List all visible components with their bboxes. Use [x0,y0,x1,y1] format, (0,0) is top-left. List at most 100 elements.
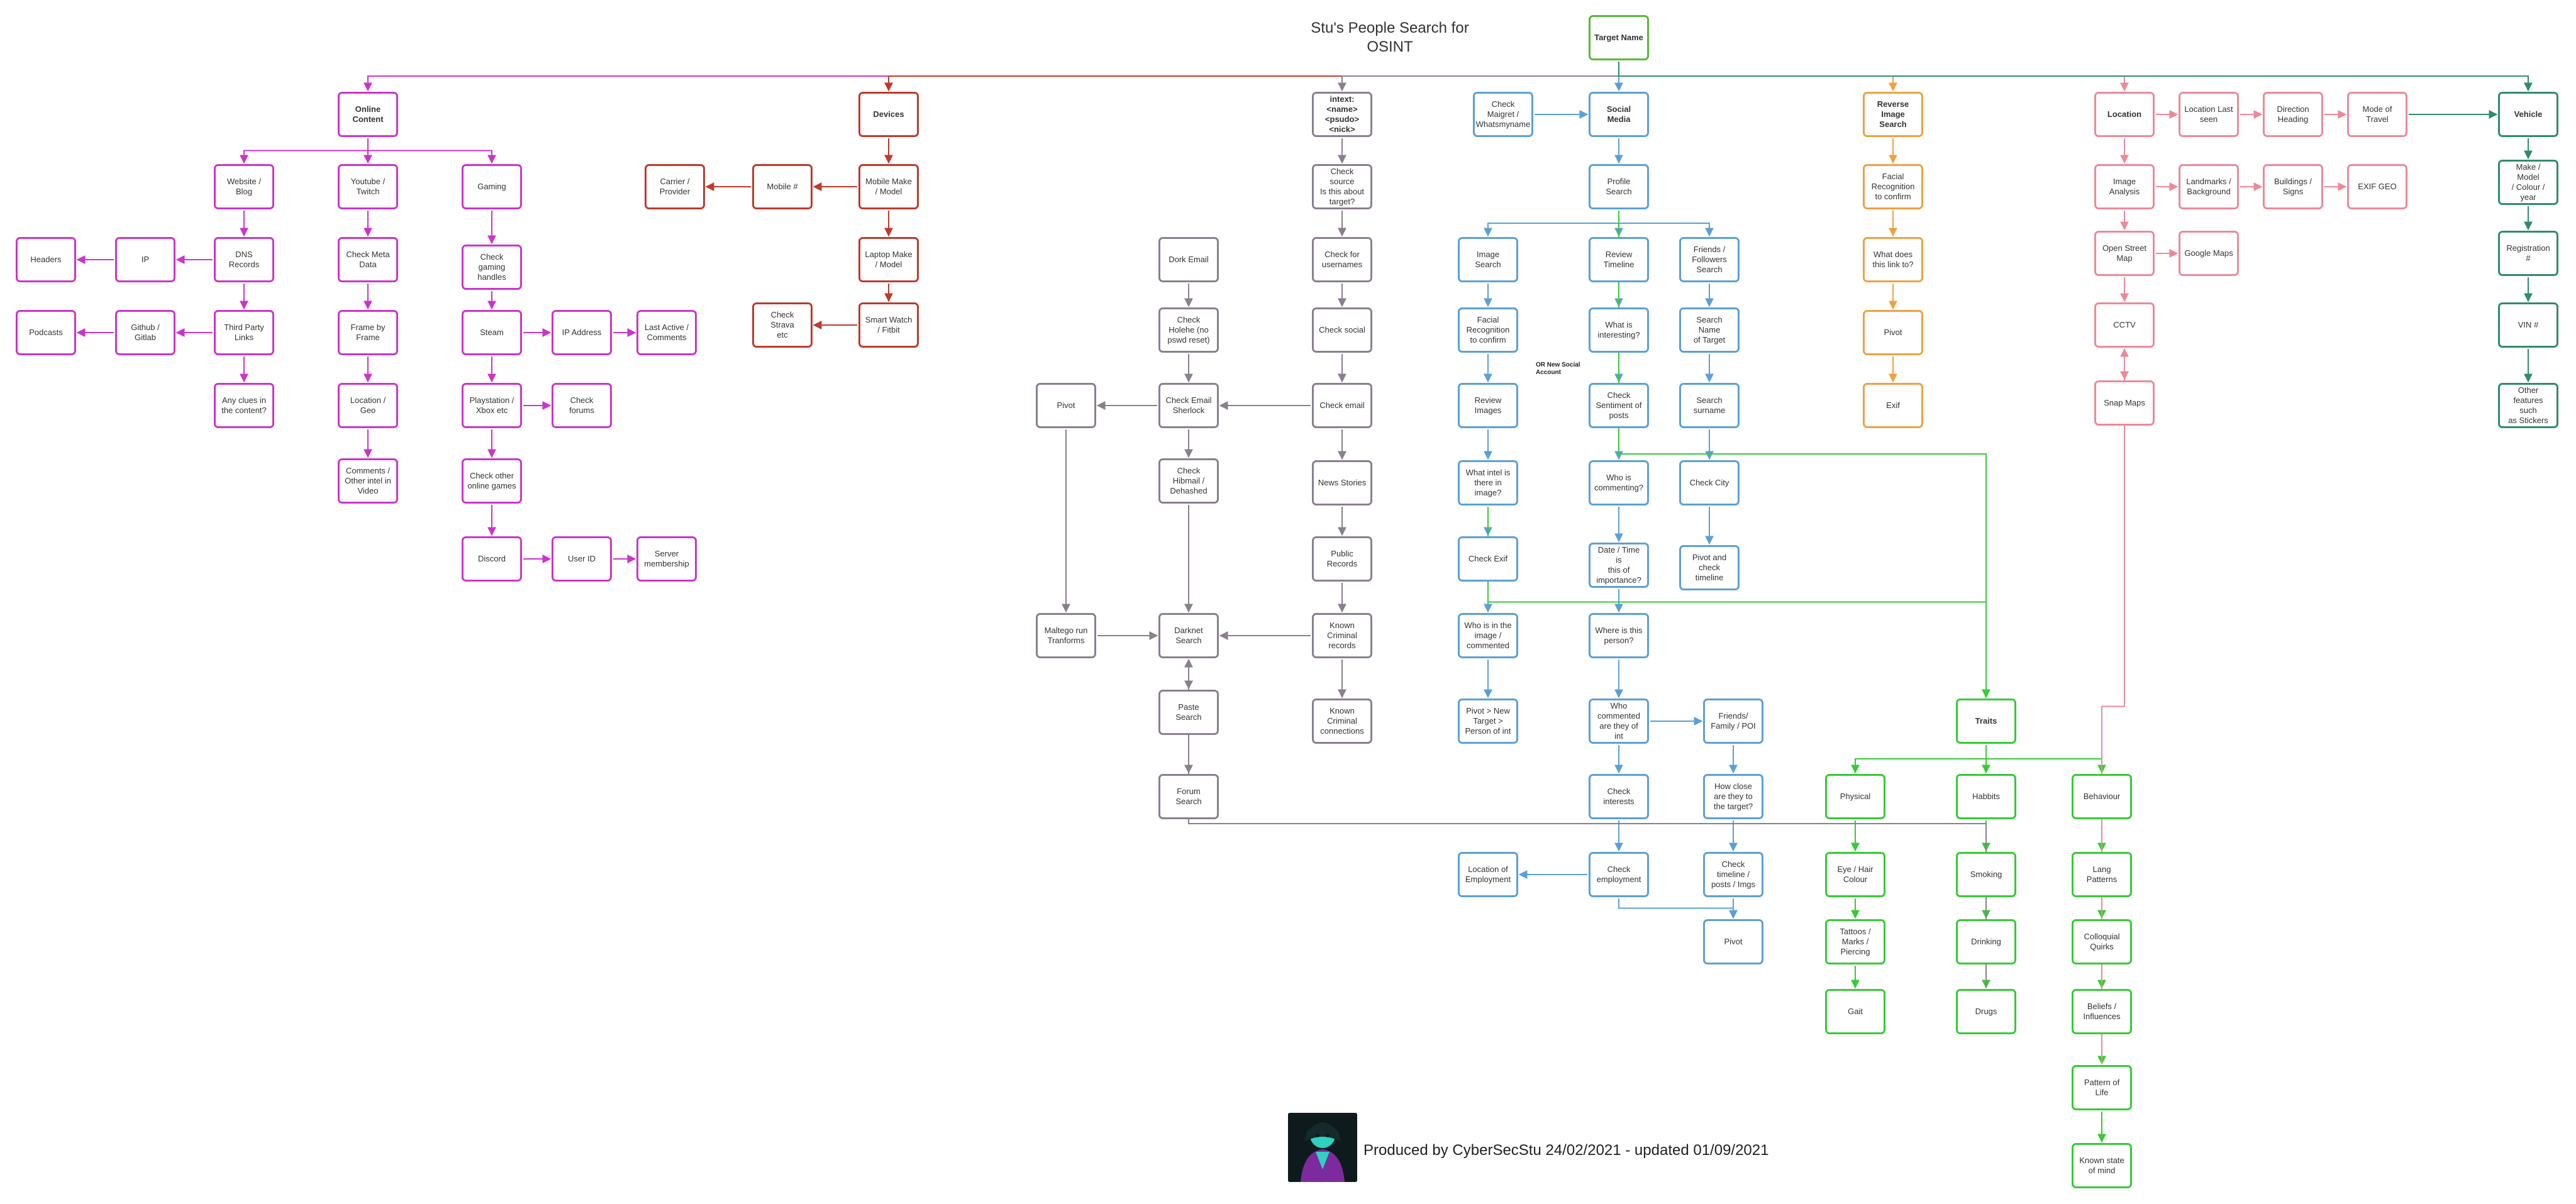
edge-traits-to-physical [1851,745,1987,774]
node-othergames: Check other online games [462,458,522,504]
node-exifrev: Exif [1863,383,1923,428]
node-youtube: Youtube / Twitch [338,164,398,209]
node-ip: IP [115,237,175,282]
node-knownconn: Known Criminal connections [1312,699,1372,744]
node-physical: Physical [1825,774,1885,819]
edge-profile-to-imagesearch [1484,211,1619,237]
node-direction: Direction Heading [2263,92,2323,137]
node-travel: Mode of Travel [2347,92,2407,137]
node-imagesearch: Image Search [1458,237,1518,282]
node-whocommented: Who commented are they of int [1589,699,1649,744]
node-stateofmind: Known state of mind [2072,1143,2132,1188]
node-darknet: Darknet Search [1158,613,1219,658]
node-online: Online Content [338,92,398,137]
node-interests: Check interests [1589,774,1649,819]
node-website: Website / Blog [214,164,274,209]
node-timeline: Review Timeline [1589,237,1649,282]
node-playstation: Playstation / Xbox etc [462,383,522,428]
node-buildings: Buildings / Signs [2263,164,2323,209]
edge-traits-to-behaviour [1985,745,2106,774]
node-landmarks: Landmarks / Background [2179,164,2239,209]
node-news: News Stories [1312,460,1372,505]
node-facial: Facial Recognition to confirm [1458,307,1518,353]
node-target: Target Name [1589,15,1649,60]
node-smartwatch: Smart Watch / Fitbit [858,302,919,348]
node-server: Server membership [636,536,697,582]
edge-profile-to-traits [1618,211,1990,699]
node-sentiment: Check Sentiment of posts [1589,383,1649,428]
node-lang: Lang Patterns [2072,852,2132,897]
node-userid: User ID [552,536,612,582]
node-vehicle: Vehicle [2498,92,2558,137]
node-traits: Traits [1956,699,2016,744]
node-holehe: Check Holehe (no pswd reset) [1158,307,1219,353]
avatar-image [1288,1113,1357,1182]
edge-drugs-to-darknet [1184,658,1987,988]
node-registration: Registration # [2498,231,2558,276]
node-carrier: Carrier / Provider [645,164,705,209]
node-searchname: Search Name of Target [1679,307,1740,353]
node-thirdparty: Third Party Links [214,310,274,355]
node-ipaddr: IP Address [552,310,612,355]
node-colloquial: Colloquial Quirks [2072,919,2132,964]
node-comments: Comments / Other intel in Video [338,458,398,504]
node-mobilemake: Mobile Make / Model [858,164,919,209]
node-surname: Search surname [1679,383,1740,428]
node-forums: Check forums [552,383,612,428]
node-discord: Discord [462,536,522,582]
node-habbits: Habbits [1956,774,2016,819]
node-reviewimages: Review Images [1458,383,1518,428]
node-profile: Profile Search [1589,164,1649,209]
node-checksource: Check source Is this about target? [1312,164,1372,209]
node-paste: Paste Search [1158,690,1219,735]
diagram-title: Stu's People Search for OSINT [1311,19,1469,55]
node-osm: Open Street Map [2094,231,2155,276]
node-lastseen: Location Last seen [2179,92,2239,137]
node-devices: Devices [858,92,919,137]
node-frame: Frame by Frame [338,310,398,355]
node-checksocial: Check social [1312,307,1372,353]
node-dork: Dork Email [1158,237,1219,282]
node-beliefs: Beliefs / Influences [2072,989,2132,1034]
node-reverse: Reverse Image Search [1863,92,1923,137]
node-drinking: Drinking [1956,919,2016,964]
node-pivottimeline: Pivot and check timeline [1679,545,1740,590]
node-pivotrev: Pivot [1863,310,1923,355]
node-maigret: Check Maigret / Whatsmyname [1473,92,1533,137]
edge-profile-to-friendsearch [1618,211,1714,237]
node-publicrecords: Public Records [1312,536,1372,582]
node-checktimeline: Check timeline / posts / Imgs [1703,852,1763,897]
node-locemployment: Location of Employment [1458,852,1518,897]
node-location: Location [2094,92,2155,137]
node-maltego: Maltego run Tranforms [1036,613,1096,658]
node-eyehair: Eye / Hair Colour [1825,852,1885,897]
node-exifsocial: Check Exif [1458,536,1518,582]
node-sherlock: Check Email Sherlock [1158,383,1219,428]
node-pivotgrey: Pivot [1036,383,1096,428]
node-locgeo: Location / Geo [338,383,398,428]
node-gaming: Gaming [462,164,522,209]
node-mobile: Mobile # [752,164,813,209]
node-whoisinimage: Who is in the image / commented [1458,613,1518,658]
node-checkcity: Check City [1679,460,1740,505]
node-gamehandles: Check gaming handles [462,245,522,290]
edge-intel-to-traits [1487,507,1990,699]
node-checkemail: Check email [1312,383,1372,428]
node-commenting: Who is commenting? [1589,460,1649,505]
node-gait: Gait [1825,989,1885,1034]
node-howclose: How close are they to the target? [1703,774,1763,819]
node-makemodel: Make / Model / Colour / year [2498,160,2558,205]
node-pivotnew: Pivot > New Target > Person of int [1458,699,1518,744]
node-social: Social Media [1589,92,1649,137]
node-pivotsocial: Pivot [1703,919,1763,964]
node-clues: Any clues in the content? [214,383,274,428]
node-headers: Headers [16,237,76,282]
edge-target-to-intext [1338,62,1619,92]
node-behaviour: Behaviour [2072,774,2132,819]
edge-online-to-gaming [367,138,496,164]
node-smoking: Smoking [1956,852,2016,897]
node-stickers: Other features such as Stickers [2498,383,2558,428]
node-hibp: Check Hibmail / Dehashed [1158,458,1219,504]
author-avatar [1288,1113,1357,1182]
